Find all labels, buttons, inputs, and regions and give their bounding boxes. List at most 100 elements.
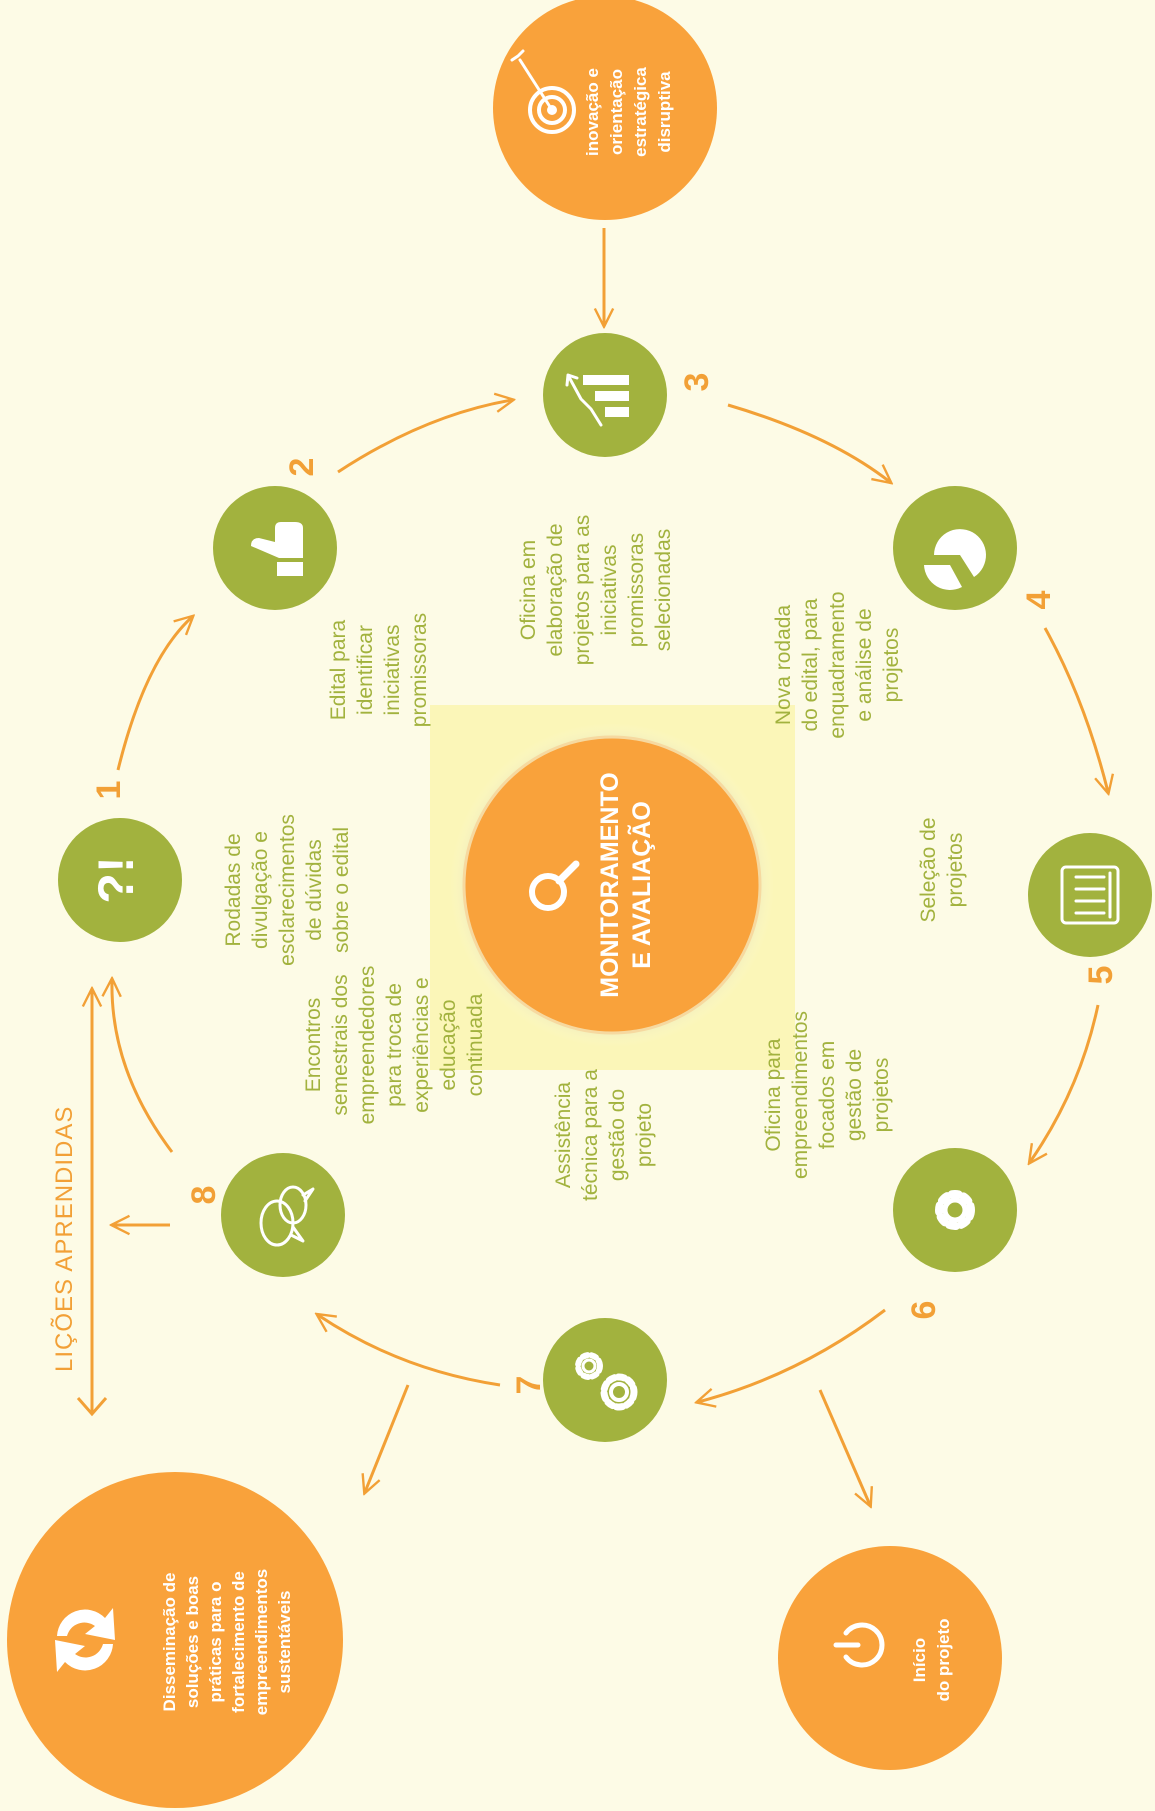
step-2-number: 2 bbox=[283, 458, 321, 477]
innovation-label: inovação e orientação estratégica disruptiv… bbox=[583, 67, 674, 157]
arrow-7-to-8 bbox=[318, 1315, 501, 1387]
step-8-number: 8 bbox=[185, 1186, 223, 1205]
target-arrow-icon bbox=[510, 49, 576, 134]
desc-0-line-4: sobre o edital bbox=[330, 827, 353, 953]
center-title-line1: MONITORAMENTO bbox=[596, 772, 624, 997]
innov-text-line-0: inovação e bbox=[583, 68, 602, 156]
desc-7-line-6: continuada bbox=[464, 993, 487, 1096]
gear-icon bbox=[935, 1190, 975, 1230]
desc-0-line-1: divulgação e bbox=[249, 831, 272, 949]
innov-text-line-2: estratégica bbox=[631, 67, 650, 157]
innovation-circle bbox=[493, 0, 717, 220]
arrow-2-to-3 bbox=[337, 400, 512, 474]
arrow-7-to-start bbox=[818, 1389, 870, 1505]
step-6-circle bbox=[893, 1148, 1017, 1272]
step-5-number: 5 bbox=[1082, 966, 1120, 985]
desc-6-line-2: gestão do bbox=[606, 1089, 629, 1181]
lessons-label: LIÇÕES APRENDIDAS bbox=[50, 1106, 78, 1372]
desc-7-line-0: Encontros bbox=[302, 998, 325, 1093]
desc-7-line-3: para troca de bbox=[383, 983, 406, 1107]
desc-2-line-3: iniciativas bbox=[598, 544, 621, 635]
desc-3-line-2: enquadramento bbox=[826, 591, 849, 738]
dissem-text-line-1: soluções e boas bbox=[183, 1576, 202, 1708]
desc-7-line-2: empreendedores bbox=[356, 966, 379, 1125]
desc-5-line-2: focados em bbox=[816, 1041, 839, 1150]
desc-2-line-0: Oficina em bbox=[517, 540, 540, 640]
step-4-number: 4 bbox=[1020, 590, 1058, 609]
dissem-text-line-0: Disseminação de bbox=[160, 1573, 179, 1712]
desc-0-line-0: Rodadas de bbox=[222, 833, 245, 946]
pie-chart-icon bbox=[924, 529, 986, 590]
desc-0-line-3: de dúvidas bbox=[303, 839, 326, 941]
desc-5-line-1: empreendimentos bbox=[789, 1011, 812, 1179]
start-text-line-1: do projeto bbox=[934, 1618, 953, 1701]
desc-2-line-1: elaboração de bbox=[544, 523, 567, 656]
desc-3-line-1: do edital, para bbox=[799, 598, 822, 731]
recycle-arrows-icon bbox=[55, 1608, 115, 1672]
desc-7-line-5: educação bbox=[437, 999, 460, 1090]
step-1-number: 1 bbox=[90, 781, 128, 800]
thumbs-up-icon bbox=[251, 522, 303, 576]
dissem-text-line-3: fortalecimento de bbox=[229, 1571, 248, 1713]
innov-text-line-3: disruptiva bbox=[655, 71, 674, 153]
desc-3-line-4: projetos bbox=[880, 628, 903, 703]
desc-7-line-1: semestrais dos bbox=[329, 974, 352, 1115]
innov-text-line-1: orientação bbox=[607, 69, 626, 155]
gears-icon bbox=[575, 1352, 638, 1411]
desc-4-line-0: Seleção de bbox=[917, 817, 940, 922]
arrow-4-to-5 bbox=[1043, 627, 1108, 792]
dissem-text-line-5: sustentáveis bbox=[275, 1591, 294, 1694]
dissemination-circle bbox=[7, 1472, 343, 1808]
lessons-arrowhead-bottom bbox=[76, 1397, 108, 1417]
step-1-circle bbox=[58, 818, 182, 942]
start-circle bbox=[778, 1546, 1002, 1770]
desc-1-line-1: identificar bbox=[354, 625, 377, 715]
step-5-circle bbox=[1028, 833, 1152, 957]
desc-0-line-2: esclarecimentos bbox=[276, 814, 299, 966]
magnifier-icon bbox=[529, 860, 580, 911]
desc-1-line-3: promissoras bbox=[408, 613, 431, 727]
arrow-1-to-2 bbox=[116, 617, 192, 771]
center-title-line2: E AVALIAÇÃO bbox=[626, 801, 656, 969]
desc-3-line-3: e análise de bbox=[853, 608, 876, 721]
speech-bubbles-icon bbox=[259, 1185, 315, 1247]
desc-5-line-0: Oficina para bbox=[762, 1038, 785, 1152]
desc-5-line-3: gestão de bbox=[843, 1049, 866, 1141]
start-label: Início do projeto bbox=[910, 1618, 953, 1701]
step-1-icon: ?! bbox=[88, 856, 144, 903]
start-text-line-0: Início bbox=[910, 1638, 929, 1682]
desc-1-line-0: Edital para bbox=[327, 619, 350, 720]
desc-2-line-2: projetos para as bbox=[571, 515, 594, 666]
arrow-8-to-1 bbox=[112, 980, 174, 1153]
desc-3-line-0: Nova rodada bbox=[772, 605, 795, 726]
dissem-text-line-2: práticas para o bbox=[206, 1582, 225, 1703]
desc-6-line-1: técnica para a bbox=[579, 1069, 602, 1201]
dissem-text-line-4: empreendimentos bbox=[252, 1569, 271, 1715]
desc-2-line-4: promissoras bbox=[625, 533, 648, 647]
selection-board-icon bbox=[1060, 865, 1120, 925]
step-7-number: 7 bbox=[510, 1376, 548, 1395]
arrow-3-to-4 bbox=[727, 403, 890, 482]
arrow-7-to-dissemination bbox=[365, 1384, 410, 1492]
step-6-number: 6 bbox=[905, 1301, 943, 1320]
center-circle bbox=[462, 735, 762, 1035]
desc-6-line-3: projeto bbox=[633, 1103, 656, 1167]
desc-1-line-2: iniciativas bbox=[381, 624, 404, 715]
desc-2-line-5: selecionadas bbox=[652, 529, 675, 652]
desc-5-line-4: projetos bbox=[870, 1058, 893, 1133]
arrow-6-to-7 bbox=[698, 1308, 886, 1402]
step-7-circle bbox=[543, 1318, 667, 1442]
desc-7-line-4: experiências e bbox=[410, 977, 433, 1112]
step-3-number: 3 bbox=[678, 373, 716, 392]
